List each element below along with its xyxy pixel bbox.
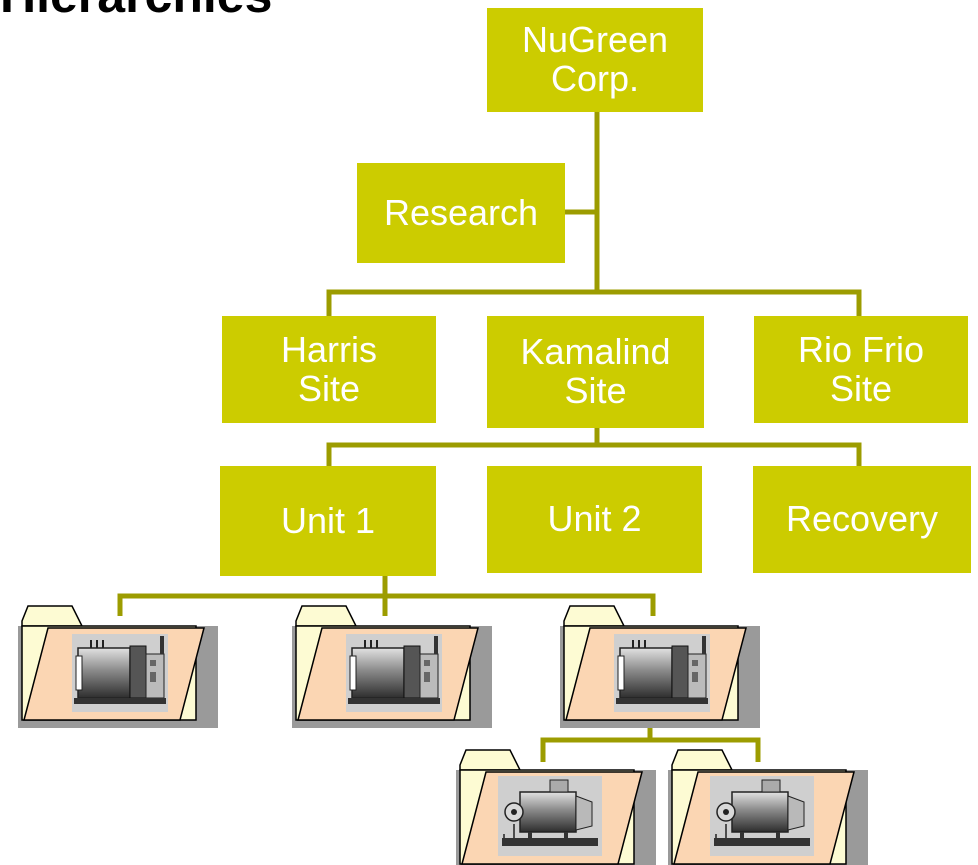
- slide-title: Hierarchies: [0, 0, 272, 20]
- node-label: Site: [829, 367, 893, 409]
- node-label: Rio Frio: [797, 328, 925, 370]
- node-label: Site: [297, 367, 361, 409]
- compressor-icon: [345, 633, 443, 713]
- equipment-folder: [455, 749, 657, 865]
- node-label: Research: [383, 191, 539, 233]
- pump-motor-icon: [709, 775, 815, 857]
- compressor-icon: [613, 633, 711, 713]
- node-unit-2: Unit 2: [487, 466, 702, 573]
- node-research: Research: [357, 163, 565, 263]
- equipment-folder: [667, 749, 869, 865]
- node-recovery: Recovery: [753, 466, 971, 573]
- node-unit-1: Unit 1: [220, 466, 436, 576]
- equipment-folder: [17, 605, 219, 729]
- node-label: Site: [564, 370, 627, 411]
- pump-motor-icon: [497, 775, 603, 857]
- node-label: Corp.: [550, 58, 639, 99]
- compressor-icon: [71, 633, 169, 713]
- node-label: Unit 2: [547, 498, 642, 540]
- node-label: Unit 1: [280, 499, 376, 541]
- equipment-folder: [291, 605, 493, 729]
- node-label: NuGreen: [521, 19, 669, 61]
- node-label: Recovery: [785, 498, 939, 540]
- node-label: Kamalind: [520, 331, 671, 373]
- node-label: Harris: [281, 328, 377, 370]
- equipment-folder: [559, 605, 761, 729]
